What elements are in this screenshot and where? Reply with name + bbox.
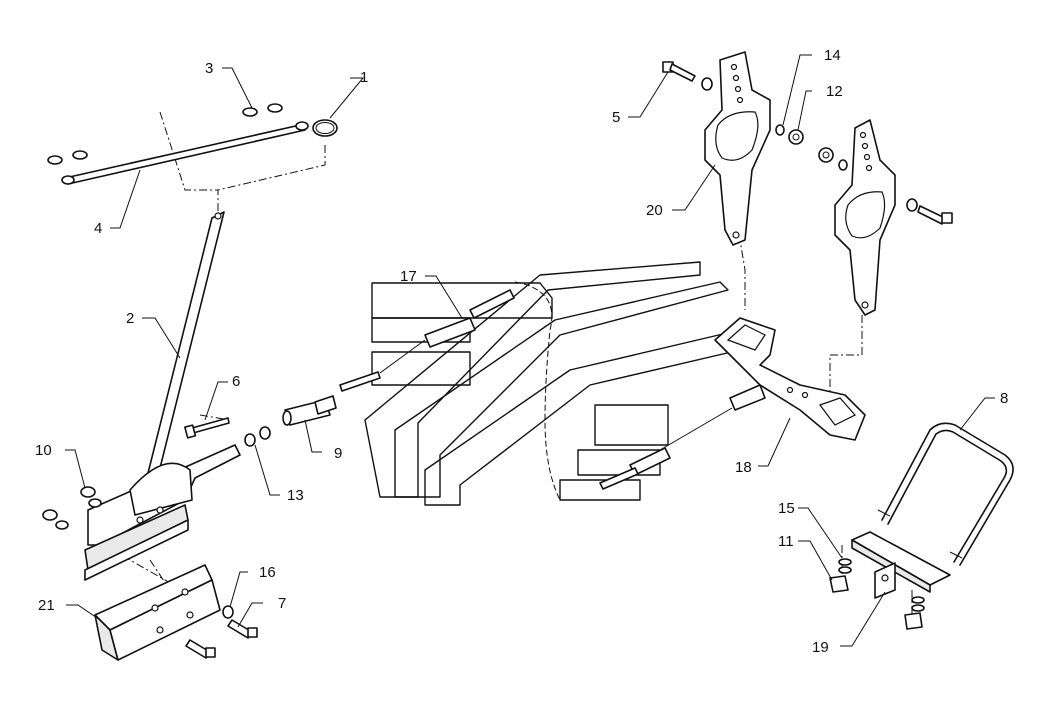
part-labels: 1 2 3 4 5 6 7 8 9 10 11 12 13 14 15 16 1… [35,47,1008,656]
part-16-washer [222,605,234,619]
label-part-1: 1 [360,69,368,86]
part-15-washers [838,558,925,612]
label-part-7: 7 [278,595,286,612]
part-20-link-plate-right [834,119,896,316]
leader-lines [65,54,995,647]
label-part-14: 14 [824,47,841,64]
part-14-washer [775,124,848,171]
part-17-cable [339,289,515,392]
part-10-nuts-washers [42,486,102,530]
part-18-swivel-bracket [714,317,866,441]
part-12-nut [788,129,834,163]
part-4-control-rod [61,121,309,185]
label-part-13: 13 [287,487,304,504]
part-3-nuts [47,103,283,165]
label-part-6: 6 [232,373,240,390]
label-part-17: 17 [400,268,417,285]
part-19-clamp-plate [851,531,951,599]
background-logo [364,261,741,506]
part-1-ring [312,119,338,137]
part-6-bolt [184,417,230,439]
part-8-u-bolt [877,422,1014,566]
label-part-19: 19 [812,639,829,656]
label-part-9: 9 [334,445,342,462]
label-part-12: 12 [826,83,843,100]
part-17-lower-cable [599,384,766,490]
label-part-20: 20 [646,202,663,219]
part-9-pin [282,395,337,426]
label-part-16: 16 [259,564,276,581]
label-part-10: 10 [35,442,52,459]
label-part-8: 8 [1000,390,1008,407]
label-part-3: 3 [205,60,213,77]
part-11-nuts [829,575,923,630]
part-20-link-plate-left [704,51,771,246]
label-part-21: 21 [38,597,55,614]
label-part-15: 15 [778,500,795,517]
label-part-11: 11 [778,533,794,550]
part-13-washers [244,426,271,447]
part-5-bolts [662,61,953,225]
lever-base-bracket [84,444,241,581]
part-21-angle-bracket [94,564,221,661]
label-part-2: 2 [126,310,134,327]
part-7-bolts [185,619,258,659]
label-part-18: 18 [735,459,752,476]
label-part-4: 4 [94,220,102,237]
label-part-5: 5 [612,109,620,126]
